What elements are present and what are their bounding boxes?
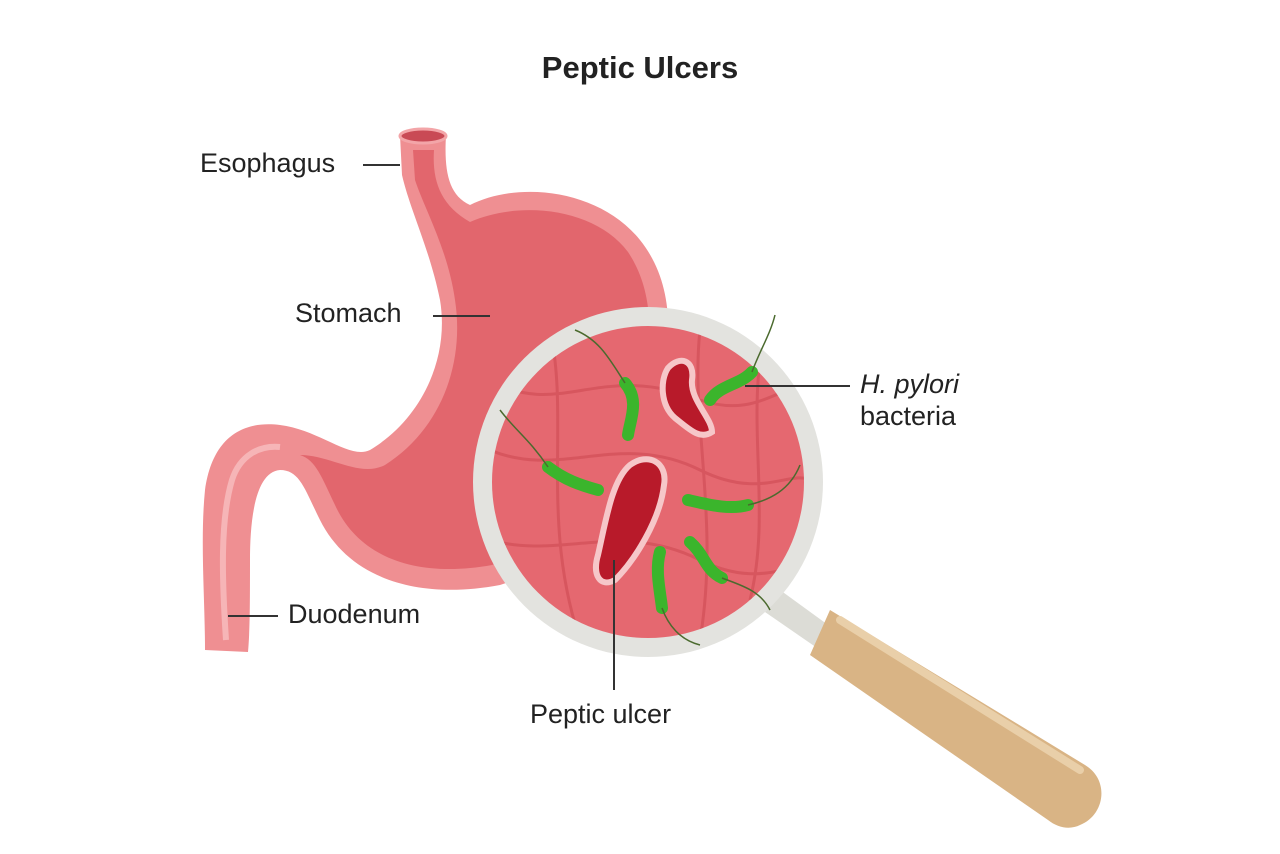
label-peptic-ulcer: Peptic ulcer: [530, 699, 672, 729]
label-bacteria: bacteria: [860, 401, 957, 431]
duodenum-highlight: [219, 443, 281, 641]
esophagus-opening: [398, 127, 448, 145]
leader-lines: [228, 164, 850, 690]
label-h-pylori: H. pylori: [860, 369, 960, 399]
label-esophagus: Esophagus: [200, 148, 336, 178]
diagram-title: Peptic Ulcers: [541, 50, 739, 85]
ulcer-large: [593, 456, 668, 586]
ulcer-small: [659, 357, 716, 438]
label-duodenum: Duodenum: [288, 599, 421, 629]
magnifier-handle: [765, 590, 1102, 828]
magnifier-lens: [473, 307, 823, 657]
flagella: [499, 314, 801, 646]
label-stomach: Stomach: [295, 298, 402, 328]
h-pylori-bacteria: [542, 366, 758, 614]
